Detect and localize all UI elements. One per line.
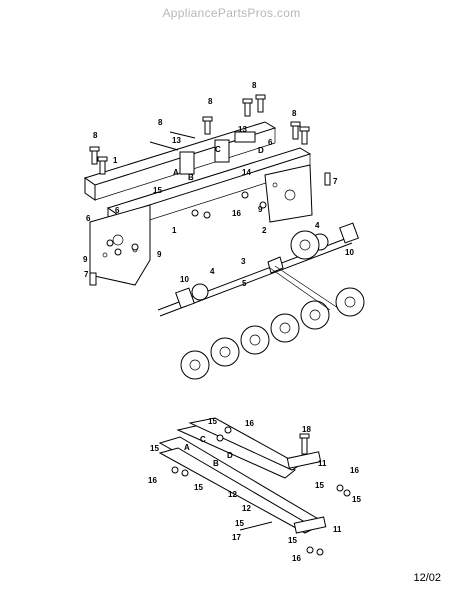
watermark: AppliancePartsPros.com — [162, 6, 301, 20]
callout: 9 — [157, 250, 162, 259]
callout: 15 — [150, 444, 159, 453]
callout: 6 — [268, 138, 273, 147]
callout: B — [188, 173, 194, 182]
callout: C — [200, 435, 206, 444]
callout: 12 — [242, 504, 251, 513]
callout: 14 — [242, 168, 251, 177]
callout: 9 — [258, 205, 263, 214]
callout: B — [213, 459, 219, 468]
callout: D — [258, 146, 264, 155]
callout: 15 — [153, 186, 162, 195]
callout: 15 — [315, 481, 324, 490]
callout: 15 — [352, 495, 361, 504]
callout: 11 — [318, 459, 327, 468]
tine-shaft-assembly — [157, 222, 365, 380]
callout: A — [173, 168, 179, 177]
callout: C — [215, 145, 221, 154]
callout: 16 — [232, 209, 241, 218]
callout: 3 — [241, 257, 246, 266]
callout: 8 — [252, 81, 257, 90]
callout: 18 — [302, 425, 311, 434]
callout: 13 — [238, 125, 247, 134]
callout: 15 — [194, 483, 203, 492]
callout: 7 — [333, 177, 338, 186]
callout: 9 — [83, 255, 88, 264]
callout: D — [227, 451, 233, 460]
callout: 1 — [172, 226, 177, 235]
callout: 16 — [350, 466, 359, 475]
callout: 2 — [262, 226, 267, 235]
callout: 5 — [242, 279, 247, 288]
date-code: 12/02 — [413, 572, 441, 584]
callout: 8 — [158, 118, 163, 127]
callout: 8 — [208, 97, 213, 106]
callout: 13 — [172, 136, 181, 145]
callout: 10 — [180, 275, 189, 284]
callout: 6 — [115, 206, 120, 215]
lower-linkage-assembly — [158, 417, 351, 556]
callout: A — [184, 443, 190, 452]
callout: 16 — [245, 419, 254, 428]
callout: 12 — [228, 490, 237, 499]
bolt-group — [89, 94, 310, 175]
callout: 8 — [93, 131, 98, 140]
callout: 10 — [345, 248, 354, 257]
upper-frame-assembly — [83, 94, 331, 286]
lower-callouts: 15 16 C A 15 16 D B 15 12 18 11 16 15 15… — [148, 417, 361, 563]
callout: 8 — [292, 109, 297, 118]
callout: 11 — [333, 525, 342, 534]
callout: 4 — [315, 221, 320, 230]
callout: 15 — [208, 417, 217, 426]
callout: 7 — [84, 270, 89, 279]
callout: 1 — [113, 156, 118, 165]
callout: 16 — [292, 554, 301, 563]
upper-callouts: 8 8 8 8 8 13 13 14 6 1 1 6 15 16 A B C D… — [83, 81, 354, 288]
callout: 15 — [288, 536, 297, 545]
callout: 4 — [210, 267, 215, 276]
callout: 15 — [235, 519, 244, 528]
callout: 6 — [86, 214, 91, 223]
callout: 17 — [232, 533, 241, 542]
callout: 16 — [148, 476, 157, 485]
